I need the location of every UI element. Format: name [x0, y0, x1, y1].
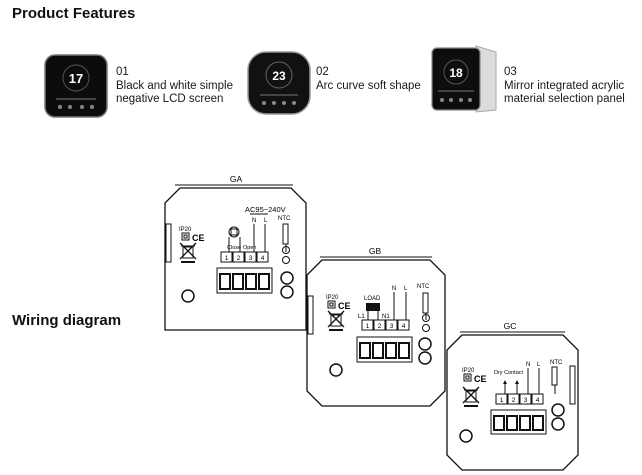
- gb-l1-label: L1: [358, 314, 365, 320]
- gc-ip-label: IP20: [462, 368, 475, 374]
- feature-line: material selection panel: [504, 93, 625, 105]
- feature-line: Mirror integrated acrylic: [504, 79, 625, 92]
- feature-item-2: 02 Arc curve soft shape: [316, 66, 421, 93]
- gb-l-label: L: [404, 286, 408, 292]
- gb-terminal-1: 1: [366, 323, 370, 330]
- gb-load-label: LOAD: [364, 296, 381, 302]
- ga-terminal-1: 1: [225, 255, 229, 262]
- thermostat-image-1: 17: [44, 54, 108, 118]
- wiring-diagram-heading: Wiring diagram: [12, 312, 122, 329]
- product-features-heading: Product Features: [12, 5, 136, 22]
- gb-n-label: N: [392, 286, 396, 292]
- feature-item-3: 03 Mirror integrated acrylic material se…: [504, 66, 625, 107]
- feature-number: 01: [116, 66, 129, 78]
- gb-ce-mark: CE: [338, 301, 351, 311]
- gc-n-label: N: [526, 362, 530, 368]
- gb-ip-label: IP20: [326, 295, 339, 301]
- wiring-diagram-gb: GB IP20 CE LOAD N L NTC L1 N1 1 2 3 4: [306, 246, 446, 407]
- display-temp-1: 17: [69, 71, 83, 86]
- ga-ce-mark: CE: [192, 233, 205, 243]
- gb-terminal-2: 2: [378, 323, 382, 330]
- gc-ntc-label: NTC: [550, 360, 563, 366]
- ga-terminal-3: 3: [249, 255, 253, 262]
- ga-voltage-label: AC95~240V: [245, 205, 286, 214]
- gb-title: GB: [369, 246, 382, 256]
- wiring-diagram-ga: GA AC95~240V N L NTC IP20 CE Close Open …: [164, 174, 307, 331]
- gb-ntc-label: NTC: [417, 284, 430, 290]
- ga-terminal-4: 4: [261, 255, 265, 262]
- feature-item-1: 01 Black and white simple negative LCD s…: [116, 66, 233, 107]
- ga-l-label: L: [264, 218, 268, 224]
- gb-terminal-4: 4: [402, 323, 406, 330]
- ga-close-label: Close: [227, 245, 241, 251]
- gc-terminal-2: 2: [512, 397, 516, 404]
- ga-ntc-label: NTC: [278, 216, 291, 222]
- ga-n-label: N: [252, 218, 256, 224]
- feature-number: 03: [504, 66, 517, 78]
- gc-l-label: L: [537, 362, 541, 368]
- gc-terminal-3: 3: [524, 397, 528, 404]
- gb-n1-label: N1: [382, 314, 390, 320]
- ga-ip-label: IP20: [179, 227, 192, 233]
- thermostat-image-2: 23: [247, 51, 311, 115]
- ga-title: GA: [230, 174, 243, 184]
- gc-terminal-4: 4: [536, 397, 540, 404]
- feature-line: Arc curve soft shape: [316, 79, 421, 92]
- feature-number: 02: [316, 66, 329, 78]
- feature-line: Black and white simple: [116, 79, 233, 92]
- gb-terminal-3: 3: [390, 323, 394, 330]
- thermostat-image-3: 18: [431, 45, 497, 113]
- wiring-diagram-gc: GC IP20 CE Dry Contact N L NTC 1 2 3 4: [446, 321, 579, 471]
- gc-title: GC: [504, 321, 517, 331]
- feature-line: negative LCD screen: [116, 93, 224, 105]
- gc-terminal-1: 1: [500, 397, 504, 404]
- display-temp-2: 23: [272, 69, 286, 83]
- ga-open-label: Open: [243, 245, 256, 251]
- display-temp-3: 18: [449, 66, 463, 80]
- ga-terminal-2: 2: [237, 255, 241, 262]
- gc-ce-mark: CE: [474, 374, 487, 384]
- gc-dry-contact-label: Dry Contact: [494, 370, 524, 376]
